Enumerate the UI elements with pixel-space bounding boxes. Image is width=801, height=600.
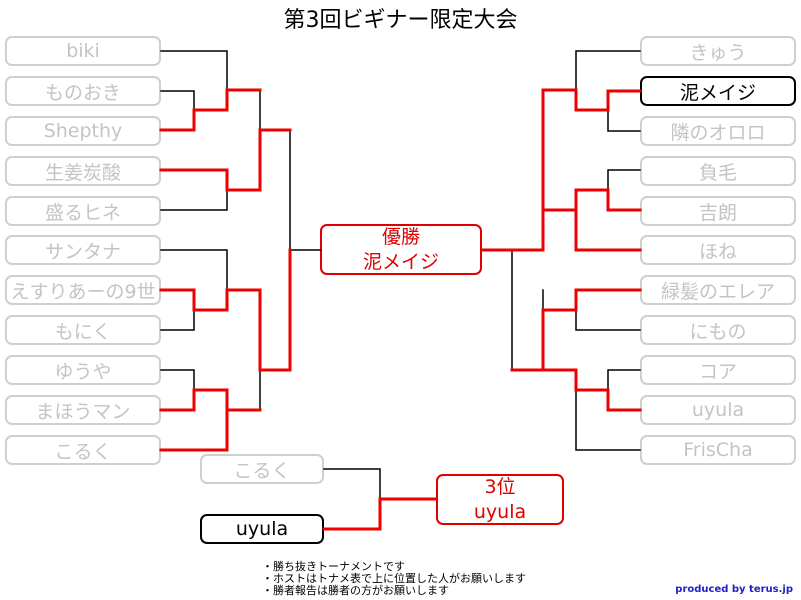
left-entry[interactable]: ものおき xyxy=(5,76,161,106)
winner-label: 優勝 xyxy=(381,225,420,248)
bracket-line xyxy=(607,169,641,190)
bracket-line xyxy=(607,369,641,390)
bracket-line xyxy=(258,248,292,372)
right-entry[interactable]: 吉朗 xyxy=(640,196,796,226)
left-entry[interactable]: こるく xyxy=(5,435,161,465)
bracket-line xyxy=(323,468,381,500)
right-entry[interactable]: 負毛 xyxy=(640,156,796,186)
bracket-line xyxy=(541,188,642,212)
bracket-line xyxy=(159,408,229,452)
left-entry[interactable]: まほうマン xyxy=(5,395,161,425)
left-entry[interactable]: biki xyxy=(5,36,161,66)
bracket-line xyxy=(575,289,641,331)
third-place-entry[interactable]: uyula xyxy=(200,514,324,544)
right-entry[interactable]: きゅう xyxy=(640,36,796,66)
bracket-line xyxy=(160,90,195,112)
bracket-line xyxy=(510,88,642,252)
bracket-line xyxy=(541,368,642,412)
credit-link[interactable]: produced by terus.jp xyxy=(675,584,793,595)
bracket-line xyxy=(607,110,641,132)
bracket-line xyxy=(159,88,262,132)
left-entry[interactable]: Shepthy xyxy=(5,116,161,146)
bracket-line xyxy=(160,309,195,331)
page-title: 第3回ビギナー限定大会 xyxy=(283,8,518,33)
note-line: ・勝ち抜きトーナメントです xyxy=(262,560,405,573)
note-line: ・ホストはトナメ表で上に位置した人がお願いします xyxy=(262,572,526,585)
bracket-line xyxy=(322,497,438,531)
bracket-line xyxy=(510,288,642,372)
right-entry[interactable]: コア xyxy=(640,355,796,385)
bracket-line xyxy=(575,50,641,91)
right-entry[interactable]: 泥メイジ xyxy=(640,76,796,106)
left-entry[interactable]: ゆうや xyxy=(5,355,161,385)
bracket-line xyxy=(160,369,195,390)
left-entry[interactable]: 盛るヒネ xyxy=(5,196,161,226)
right-entry[interactable]: にもの xyxy=(640,315,796,345)
winner-box: 優勝 泥メイジ xyxy=(320,224,482,275)
third-place-box: 3位 uyula xyxy=(436,474,564,525)
third-place-entry[interactable]: こるく xyxy=(200,454,324,484)
third-place-label: 3位 xyxy=(484,475,516,498)
right-entry[interactable]: 隣のオロロ xyxy=(640,116,796,146)
bracket-line xyxy=(160,50,228,91)
bracket-line xyxy=(159,288,262,312)
rules-notes: ・勝ち抜きトーナメントです ・ホストはトナメ表で上に位置した人がお願いします ・… xyxy=(262,561,526,597)
bracket-line xyxy=(160,188,228,211)
third-place-name: uyula xyxy=(473,500,527,523)
note-line: ・勝者報告は勝者の方がお願いします xyxy=(262,584,449,597)
winner-name: 泥メイジ xyxy=(362,250,439,273)
left-entry[interactable]: もにく xyxy=(5,315,161,345)
right-entry[interactable]: FrisCha xyxy=(640,435,796,465)
left-entry[interactable]: サンタナ xyxy=(5,235,161,265)
right-entry[interactable]: uyula xyxy=(640,395,796,425)
bracket-line xyxy=(159,388,262,412)
right-entry[interactable]: 緑髪のエレア xyxy=(640,275,796,305)
bracket-line xyxy=(160,249,228,291)
left-entry[interactable]: えすりあーの9世 xyxy=(5,275,161,305)
bracket-line xyxy=(575,389,641,451)
bracket-line xyxy=(159,128,292,192)
bracket-line xyxy=(574,208,642,252)
